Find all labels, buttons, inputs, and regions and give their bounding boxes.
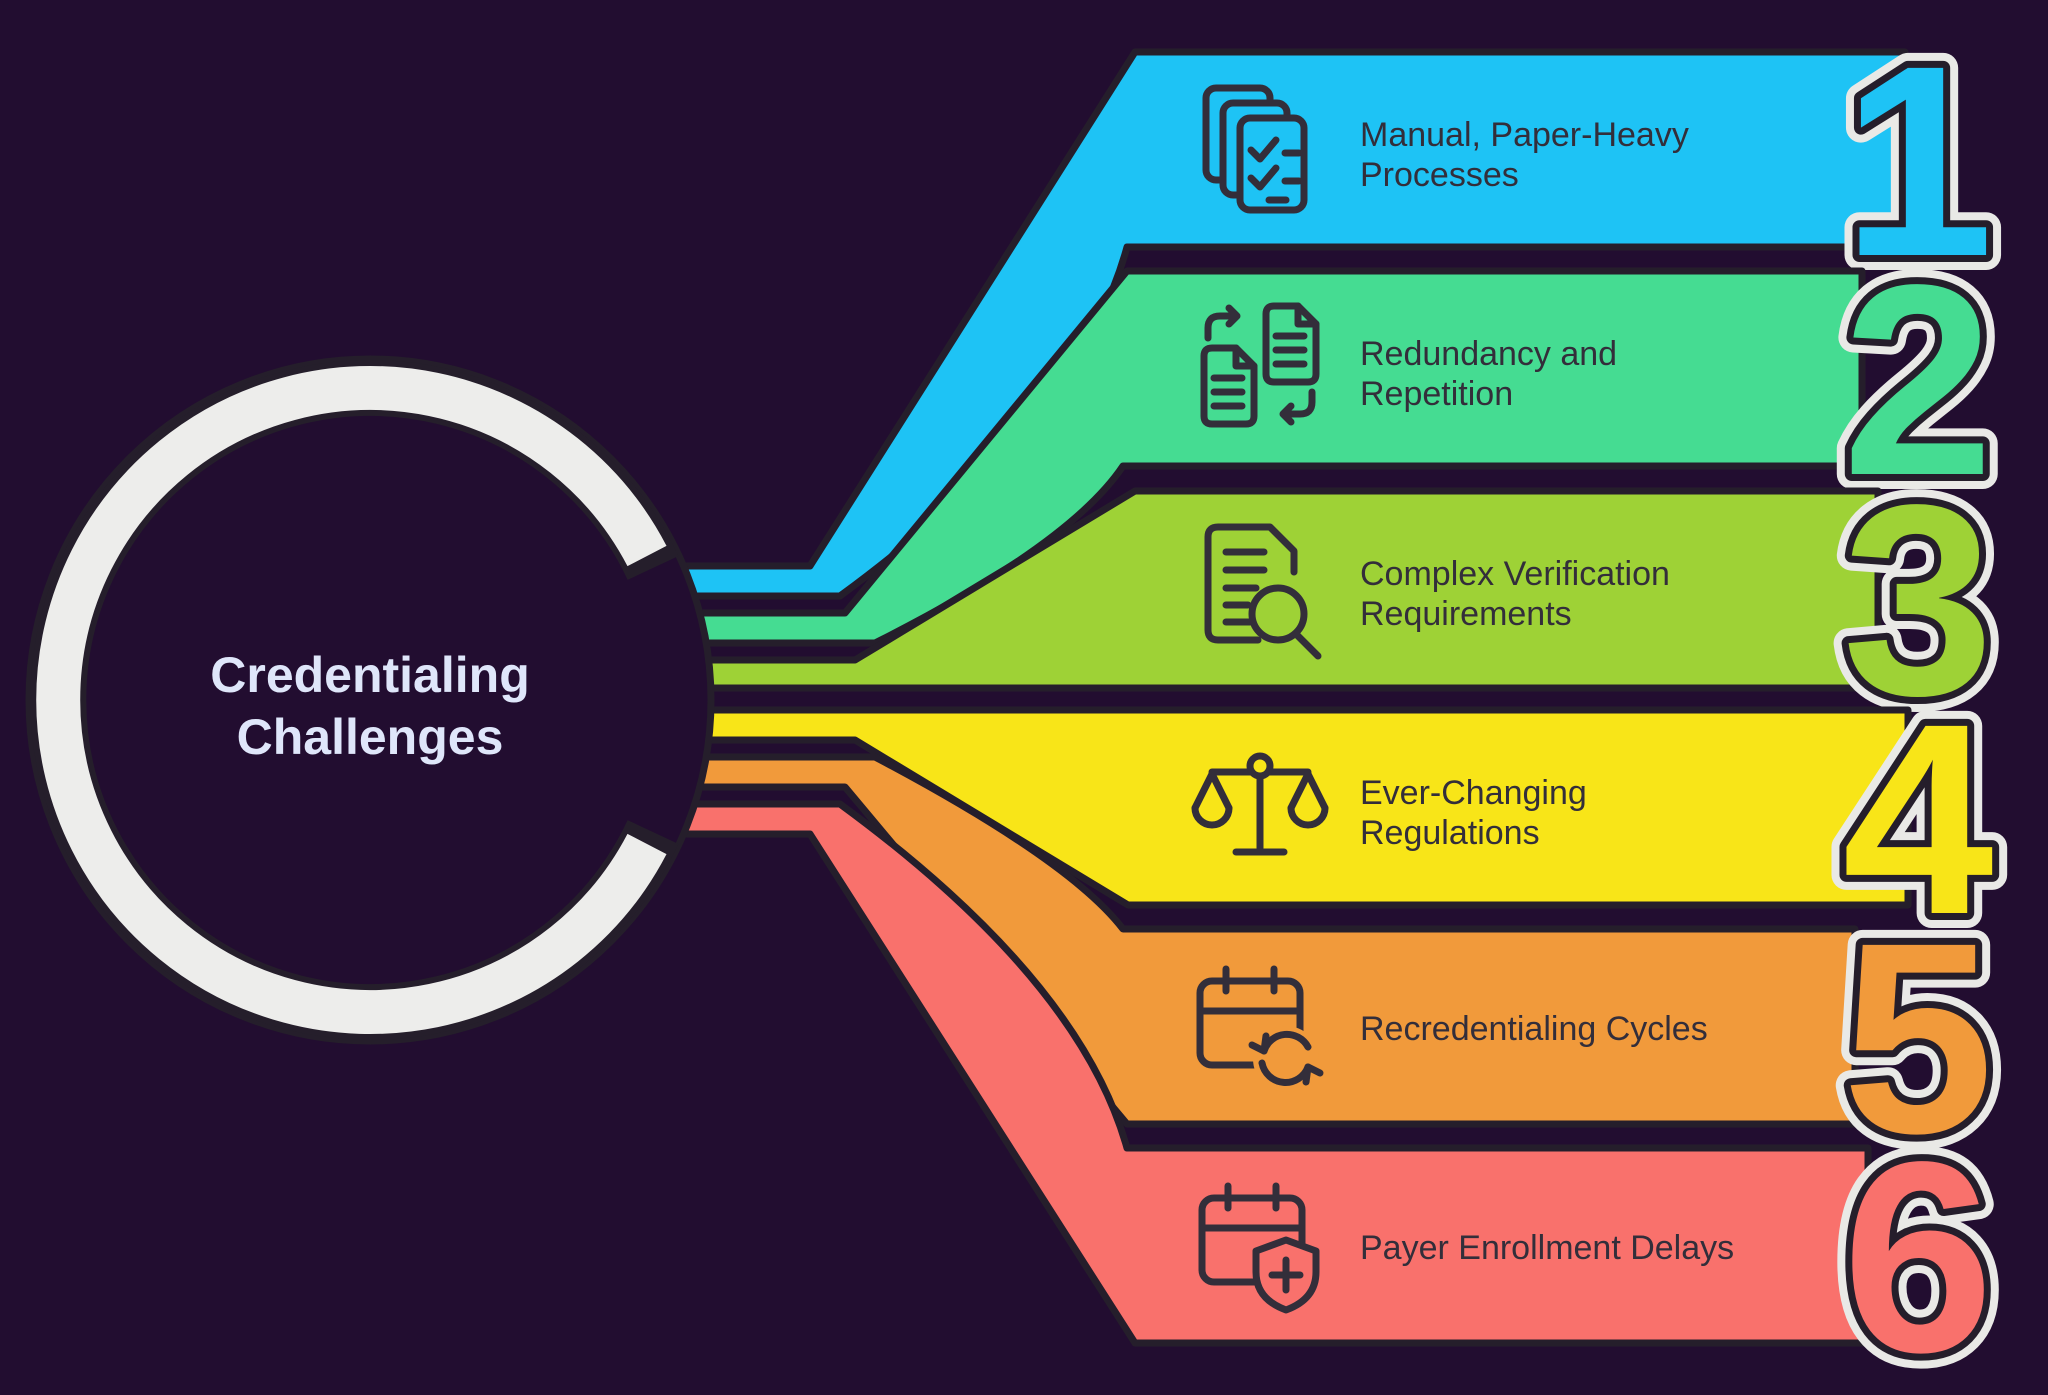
challenge-banner-1: Manual, Paper-Heavy Processes 1 1: [616, 0, 2009, 600]
balance-scale-icon: [1191, 752, 1329, 856]
banner-label-line1: Redundancy and: [1360, 335, 1617, 373]
banner-label-line1: Recredentialing Cycles: [1360, 1010, 1708, 1048]
banner-number-rim: 6: [1842, 1105, 1993, 1395]
calendar-shield-plus-icon: [1198, 1182, 1320, 1314]
banner-number: 5: [1842, 886, 1993, 1190]
banner-number-rim: 3: [1842, 448, 1993, 752]
stacked-checklist-documents-icon: [1202, 84, 1308, 214]
challenge-banner-5: Recredentialing Cycles 5 5: [616, 753, 2009, 1205]
ring-arc: [36, 366, 667, 1034]
challenge-banner-3: Complex Verification Requirements 3 3: [616, 433, 2009, 767]
banner-label-line2: Repetition: [1360, 375, 1513, 413]
banner-label-line2: Requirements: [1360, 595, 1572, 633]
banner-number: 6: [1842, 1105, 1993, 1395]
banner-label-line2: Regulations: [1360, 814, 1540, 852]
banner-number: 2: [1842, 228, 1993, 532]
banner-label-line1: Ever-Changing: [1360, 774, 1587, 812]
document-magnifier-icon: [1204, 523, 1322, 660]
center-title-line1: Credentialing: [210, 647, 529, 703]
challenge-banner-2: Redundancy and Repetition 2 2: [616, 213, 2009, 647]
banner-number: 3: [1842, 448, 1993, 752]
banner-label-line1: Payer Enrollment Delays: [1360, 1229, 1734, 1267]
challenge-banner-6: Payer Enrollment Delays 6 6: [616, 800, 2009, 1395]
center-circle: Credentialing Challenges: [25, 355, 715, 1045]
ribbon-banner-shape: [616, 800, 1872, 1347]
center-disk: [25, 355, 715, 1045]
banner-label-line2: Processes: [1360, 156, 1519, 194]
banner-number: 1: [1842, 9, 1993, 313]
calendar-refresh-icon: [1196, 965, 1324, 1092]
banner-number-rim: 2: [1842, 228, 1993, 532]
document-transfer-arrows-icon: [1200, 302, 1320, 428]
banner-number: 4: [1842, 667, 1995, 971]
ribbon-banner-shape: [616, 753, 1859, 1128]
banner-label-line1: Manual, Paper-Heavy: [1360, 116, 1689, 154]
center-title-line2: Challenges: [237, 709, 504, 765]
banner-label-line1: Complex Verification: [1360, 555, 1670, 593]
